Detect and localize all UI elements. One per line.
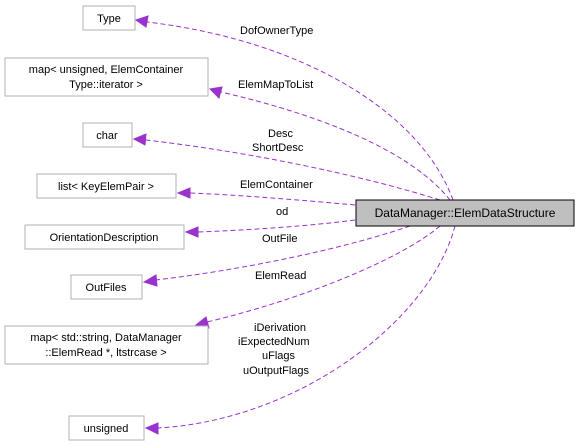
node-map-elemcontainer[interactable]: map< unsigned, ElemContainer Type::itera…: [4, 57, 209, 97]
edge-unsigned-arrowhead: [144, 422, 159, 435]
edge-outfile-arrowhead: [142, 274, 158, 287]
node-outfiles[interactable]: OutFiles: [70, 274, 143, 300]
node-char-label: char: [96, 130, 118, 142]
edge-elemread: [206, 225, 441, 323]
edge-elemcontainer-arrowhead: [176, 187, 191, 199]
edge-label-elemcontainer: ElemContainer: [240, 179, 313, 191]
node-type-label: Type: [97, 13, 121, 25]
node-unsigned[interactable]: unsigned: [68, 415, 145, 441]
main-class-label: DataManager::ElemDataStructure: [375, 206, 556, 220]
node-map-elemread[interactable]: map< std::string, DataManager ::ElemRead…: [4, 325, 209, 365]
edge-label-uflags: uFlags: [262, 350, 296, 362]
node-map-elemcontainer-line2: Type::iterator >: [69, 79, 143, 91]
node-orientation-description[interactable]: OrientationDescription: [24, 224, 185, 250]
node-type[interactable]: Type: [82, 5, 136, 31]
edge-label-elemread: ElemRead: [255, 270, 306, 282]
edge-od: [197, 219, 356, 233]
node-list-keyelempair-label: list< KeyElemPair >: [58, 181, 154, 193]
edge-outfile: [155, 225, 411, 281]
node-map-elemread-line1: map< std::string, DataManager: [30, 332, 182, 344]
class-nodes: Type map< unsigned, ElemContainer Type::…: [4, 5, 575, 441]
edge-label-iderivation: iDerivation: [254, 322, 306, 334]
edge-char-arrowhead: [132, 133, 147, 146]
edge-elemmaptolist-arrowhead: [208, 86, 223, 99]
edge-dofownertype: [146, 21, 454, 201]
node-main-class[interactable]: DataManager::ElemDataStructure: [355, 199, 575, 227]
node-list-keyelempair[interactable]: list< KeyElemPair >: [36, 173, 177, 199]
edge-od-arrowhead: [184, 226, 199, 238]
edges: [132, 15, 456, 435]
edge-label-od: od: [276, 206, 288, 218]
edge-elemcontainer: [189, 192, 356, 206]
edge-labels: DofOwnerType ElemMapToList Desc ShortDes…: [238, 25, 313, 377]
node-outfiles-label: OutFiles: [86, 282, 127, 294]
edge-label-desc: Desc: [268, 128, 294, 140]
node-map-elemread-line2: ::ElemRead *, ltstrcase >: [45, 347, 166, 359]
node-unsigned-label: unsigned: [84, 423, 129, 435]
edge-elemmaptolist: [220, 91, 451, 201]
edge-label-shortdesc: ShortDesc: [252, 142, 304, 154]
edge-label-elemmaptolist: ElemMapToList: [238, 79, 313, 91]
node-map-elemcontainer-line1: map< unsigned, ElemContainer: [29, 64, 184, 76]
edge-unsigned: [157, 225, 456, 429]
edge-char: [145, 139, 441, 201]
edge-label-uoutputflags: uOutputFlags: [243, 365, 310, 377]
node-orientation-description-label: OrientationDescription: [50, 232, 159, 244]
edge-label-outfile: OutFile: [262, 233, 297, 245]
edge-label-dofownertype: DofOwnerType: [240, 25, 313, 37]
edge-label-iexpectednum: iExpectedNum: [238, 336, 310, 348]
edge-dofownertype-arrowhead: [134, 15, 149, 28]
node-char[interactable]: char: [82, 122, 133, 148]
